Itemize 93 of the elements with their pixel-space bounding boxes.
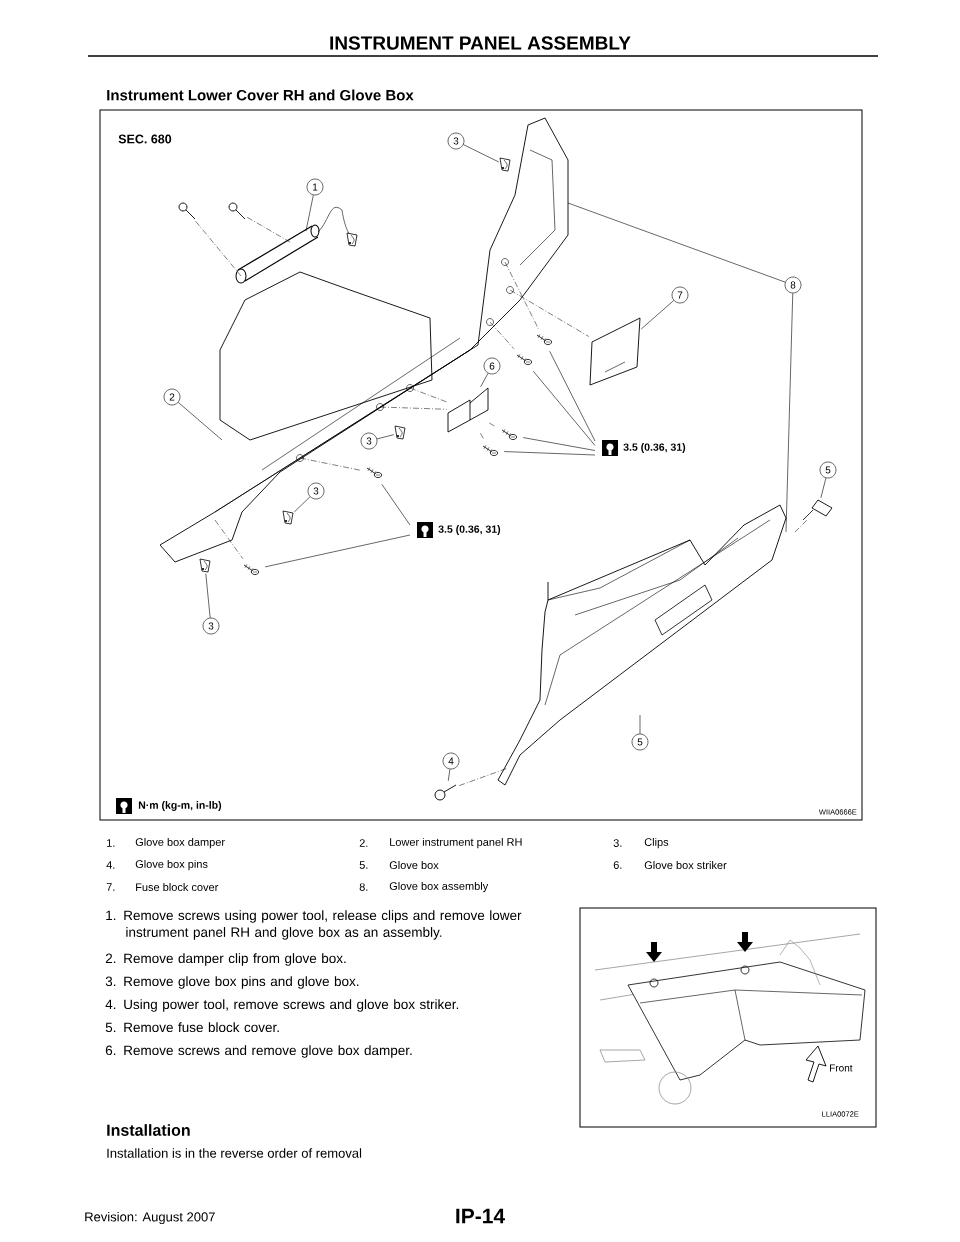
leader-line	[820, 477, 827, 499]
legend-entry: 2.	[359, 839, 368, 847]
callout-number: 3	[307, 482, 325, 500]
legend-entry: 3.	[613, 839, 622, 847]
legend-entry: 6.	[613, 861, 622, 869]
leader-line	[205, 573, 211, 619]
leader-line	[305, 194, 314, 232]
legend-entry: Glove box damper	[135, 837, 225, 849]
page-footer: Revision: August 2007	[85, 1211, 215, 1225]
leader-line	[376, 434, 395, 440]
alignment-line	[509, 289, 590, 337]
legend-entry: Glove box striker	[644, 860, 727, 870]
leader-line	[447, 768, 451, 782]
fuse-block-cover-drawing	[589, 317, 641, 386]
leader-line	[178, 402, 223, 441]
legend-entry: Lower instrument panel RH	[390, 837, 522, 849]
page-number: IP-14	[456, 1208, 505, 1224]
leader-line	[293, 496, 311, 513]
screw	[243, 563, 259, 575]
callout-number: 5	[631, 733, 649, 751]
screw	[536, 333, 552, 345]
alignment-line	[246, 217, 291, 243]
legend-entry: Glove box assembly	[389, 881, 489, 893]
callout-number: 7	[671, 286, 689, 304]
alignment-line	[458, 767, 509, 786]
instruction-step: 5. Remove fuse block cover.	[105, 1022, 279, 1033]
instruction-step: 1. Remove screws using power tool, release clips and remove lower instrument panel RH and glove box as an assembly.	[106, 910, 522, 940]
callout-number: 2	[163, 388, 181, 406]
callout-number: 4	[442, 752, 460, 770]
alignment-line	[489, 321, 515, 350]
direction-label: Front	[830, 1064, 853, 1072]
leader-line	[480, 373, 489, 388]
clip	[282, 510, 294, 525]
legend-entry: 8.	[359, 883, 368, 891]
leader-line	[463, 144, 500, 163]
leader-line	[640, 300, 675, 330]
torque-unit-note: N·m (kg-m, in-lb)	[138, 801, 222, 811]
leader-line	[381, 483, 411, 526]
legend-entry: 4.	[106, 861, 115, 869]
legend-entry: Glove box pins	[135, 859, 208, 871]
legend-entry: 1.	[107, 839, 115, 847]
clip	[199, 558, 211, 573]
instruction-step: 4. Using power tool, remove screws and glove box striker.	[105, 999, 459, 1012]
callout-number: 8	[784, 276, 802, 294]
torque-value: 3.5 (0.36, 31)	[623, 443, 686, 453]
glove-box-striker-drawing	[447, 387, 489, 433]
instruction-step: 3. Remove glove box pins and glove box.	[105, 976, 359, 989]
alignment-line	[195, 220, 242, 277]
body-text: Installation is in the reverse order of removal	[107, 1148, 362, 1158]
callout-number: 3	[447, 132, 465, 150]
torque-value: 3.5 (0.36, 31)	[438, 525, 501, 535]
leader-line	[503, 451, 596, 456]
callout-number: 3	[202, 617, 220, 635]
leader-line	[785, 293, 794, 533]
screw	[482, 444, 498, 456]
instruction-step: 2. Remove damper clip from glove box.	[105, 953, 346, 966]
callout-number: 3	[360, 432, 378, 450]
alignment-line	[794, 519, 808, 533]
leader-line	[533, 370, 596, 446]
screw	[228, 202, 246, 220]
leader-line	[264, 534, 411, 568]
section-number: SEC. 680	[118, 134, 172, 144]
instruction-step: 6. Remove screws and remove glove box damper.	[105, 1045, 412, 1058]
glove-box-pin-drawing	[434, 784, 457, 801]
alignment-line	[480, 432, 485, 441]
screw	[366, 466, 382, 478]
leader-line	[522, 437, 596, 451]
leader-line	[567, 202, 786, 283]
leader-line	[639, 714, 641, 734]
alignment-line	[214, 519, 244, 560]
section-heading: Installation	[107, 1124, 190, 1136]
screw	[516, 353, 532, 365]
legend-entry: Clips	[644, 837, 669, 849]
screw	[178, 202, 196, 220]
callout-number: 6	[483, 357, 501, 375]
page-title: INSTRUMENT PANEL ASSEMBLY	[330, 36, 631, 50]
alignment-line	[379, 406, 448, 410]
alignment-line	[488, 422, 496, 427]
legend-entry: 7.	[106, 883, 115, 891]
alignment-line	[409, 387, 448, 403]
glove-box-damper-drawing	[235, 207, 358, 284]
callout-number: 5	[819, 461, 837, 479]
legend-entry: Fuse block cover	[136, 882, 219, 892]
legend-entry: 5.	[359, 861, 368, 869]
clip	[499, 157, 511, 172]
screw	[501, 428, 517, 440]
glove-box-pin-drawing	[802, 499, 833, 521]
clip	[394, 425, 406, 440]
leader-line	[549, 350, 596, 442]
legend-entry: Glove box	[389, 860, 439, 870]
section-heading: Instrument Lower Cover RH and Glove Box	[107, 89, 414, 101]
alignment-line	[504, 261, 539, 330]
callout-number: 1	[306, 178, 324, 196]
